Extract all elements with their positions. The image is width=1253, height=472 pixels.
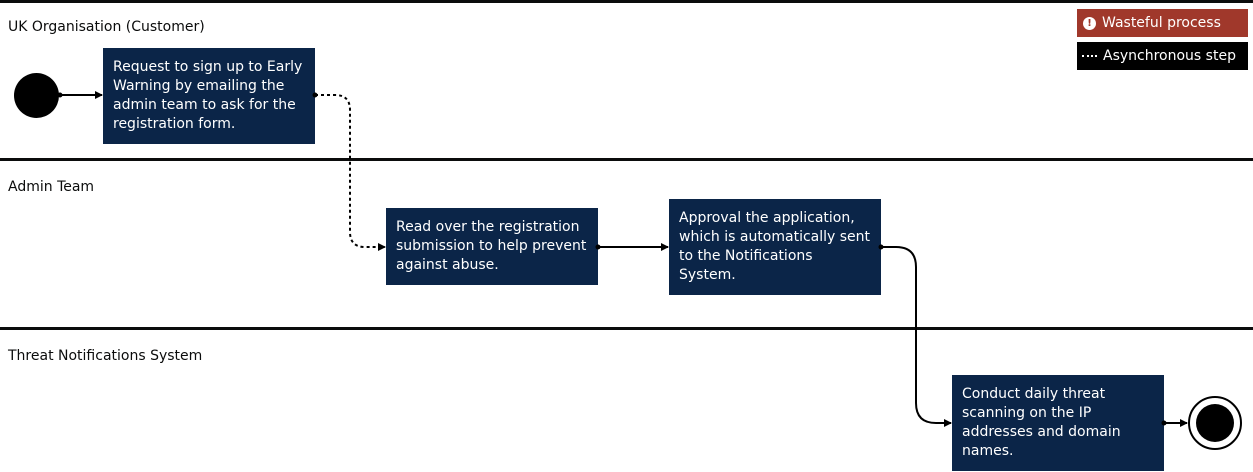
connector-dot <box>595 244 601 250</box>
lane-label-customer: UK Organisation (Customer) <box>8 19 205 35</box>
legend-wasteful-label: Wasteful process <box>1102 15 1221 31</box>
connector-dot <box>312 92 318 98</box>
step-approve-application: Approval the application, which is autom… <box>669 199 881 295</box>
step-review-registration: Read over the registration submission to… <box>386 208 598 285</box>
lane-label-admin: Admin Team <box>8 179 95 195</box>
end-node-core <box>1196 404 1234 442</box>
legend-wasteful-process: ! Wasteful process <box>1077 9 1248 37</box>
lane-divider-admin <box>0 158 1253 161</box>
legend-async-label: Asynchronous step <box>1103 48 1236 64</box>
step-daily-threat-scanning: Conduct daily threat scanning on the IP … <box>952 375 1164 471</box>
start-node <box>14 73 59 118</box>
step-request-signup: Request to sign up to Early Warning by e… <box>103 48 315 144</box>
legend-asynchronous-step: Asynchronous step <box>1077 42 1248 70</box>
connector-dot <box>878 244 884 250</box>
lane-top-rule <box>0 0 1253 3</box>
dotted-line-icon <box>1082 54 1097 59</box>
lane-divider-notifications <box>0 327 1253 330</box>
connector-approve-to-scanning <box>881 246 952 427</box>
connector-dot <box>57 92 63 98</box>
connector-dot <box>1161 420 1167 426</box>
end-node <box>1188 396 1242 450</box>
exclamation-icon: ! <box>1083 16 1096 30</box>
connector-request-to-review-async <box>315 94 386 251</box>
lane-label-notifications: Threat Notifications System <box>8 348 203 364</box>
